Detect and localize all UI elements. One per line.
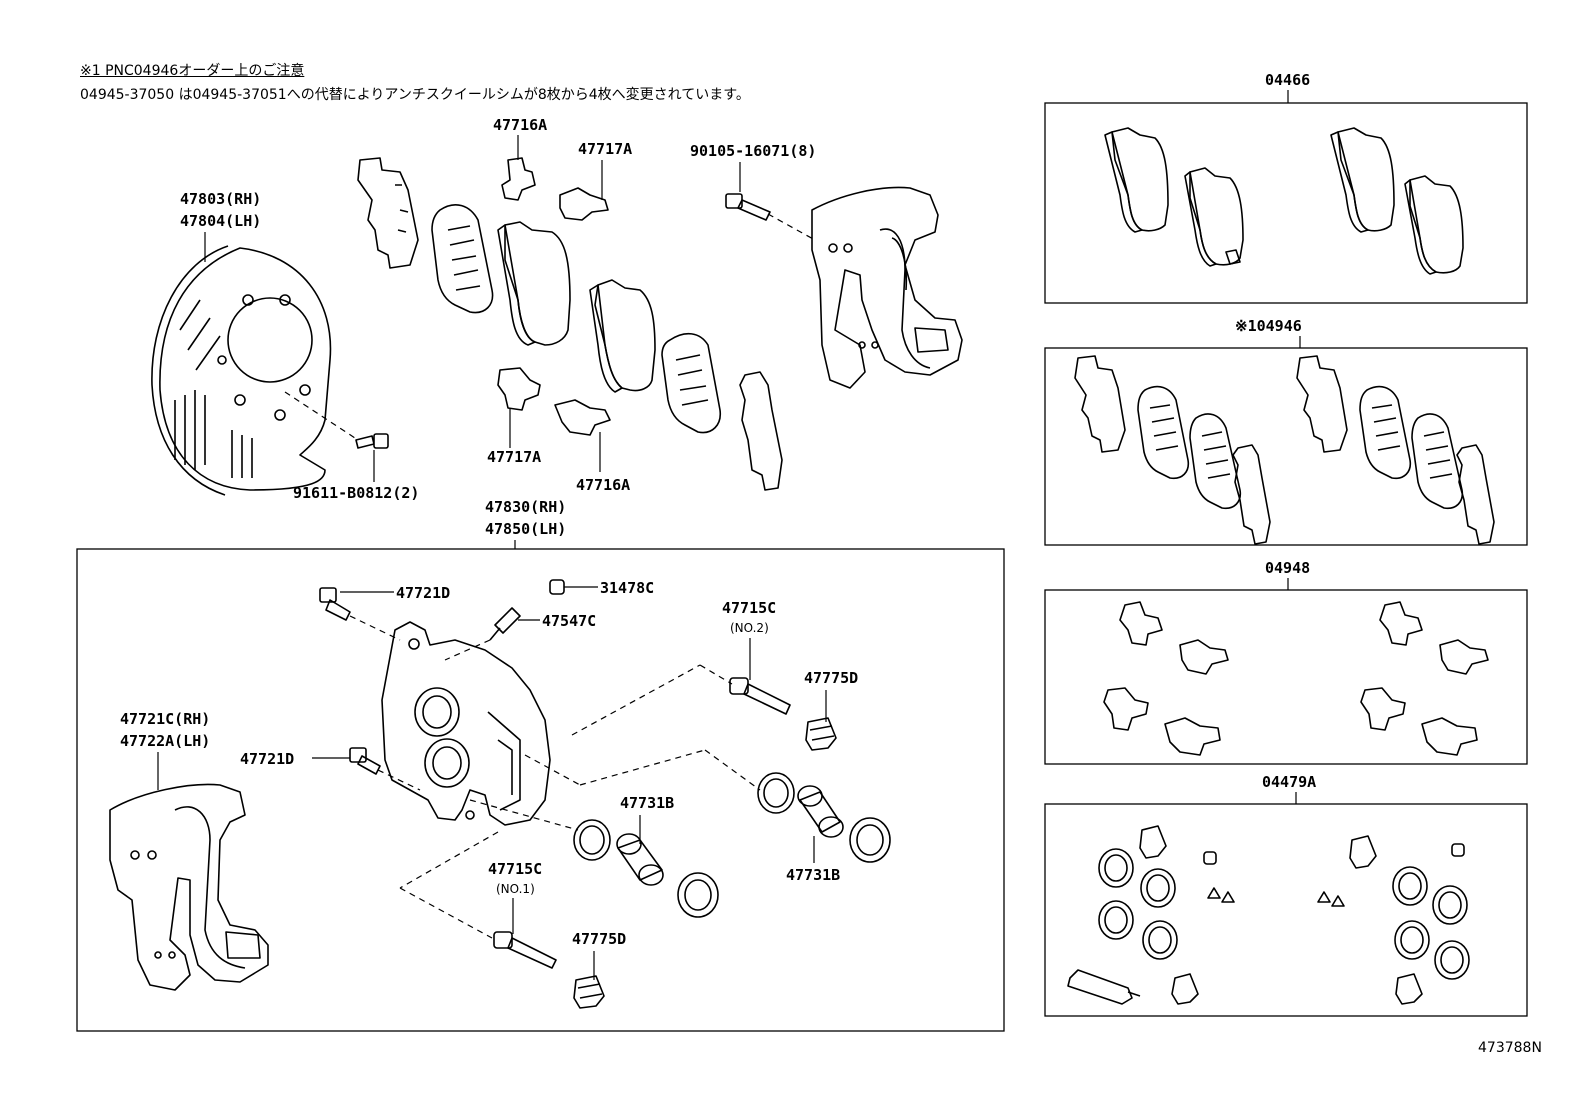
caliper-mounting-bracket-left (109, 783, 269, 991)
order-note-text: 04945-37050 は04945-37051への代替によりアンチスクイールシ… (80, 87, 750, 103)
label-47830[interactable]: 47830(RH) (485, 498, 566, 516)
label-47715c-no2[interactable]: 47715C (722, 599, 776, 617)
label-47721d-left[interactable]: 47721D (240, 750, 294, 768)
anti-squeal-shim-lower (661, 332, 722, 434)
brake-pad-inner (589, 279, 656, 393)
caliper-mounting-bracket-top (811, 186, 963, 389)
shield-bolt-part (355, 433, 389, 449)
caliper-cylinder-body (381, 621, 551, 826)
piston-left (616, 833, 664, 886)
kit-04948-label[interactable]: 04948 (1265, 559, 1310, 577)
guide-pin-no1 (493, 931, 557, 969)
brake-pad-outer (497, 221, 571, 346)
label-47717a-bottom[interactable]: 47717A (487, 448, 541, 466)
label-47850[interactable]: 47850(LH) (485, 520, 566, 538)
pad-clip-47716a-bottom (554, 399, 611, 436)
label-47717a-top[interactable]: 47717A (578, 140, 632, 158)
label-47775d-top[interactable]: 47775D (804, 669, 858, 687)
label-47722a[interactable]: 47722A(LH) (120, 732, 210, 750)
piston-seal-left (573, 819, 611, 861)
label-31478c[interactable]: 31478C (600, 579, 654, 597)
label-47731b-right[interactable]: 47731B (786, 866, 840, 884)
label-47804[interactable]: 47804(LH) (180, 212, 261, 230)
label-47547c[interactable]: 47547C (542, 612, 596, 630)
dust-boot-left (677, 872, 719, 918)
label-47803[interactable]: 47803(RH) (180, 190, 261, 208)
label-47721c[interactable]: 47721C(RH) (120, 710, 210, 728)
label-47715c-no2-sub: (NO.2) (730, 621, 769, 635)
dust-shield-part (151, 245, 332, 496)
label-47716a-bottom[interactable]: 47716A (576, 476, 630, 494)
label-90105[interactable]: 90105-16071(8) (690, 142, 816, 160)
anti-squeal-shim-inner (431, 204, 494, 314)
piston-seal-right (757, 772, 795, 814)
bracket-bolt-part (725, 193, 771, 221)
kit-04946-frame (1044, 347, 1528, 546)
guide-pin-boot-top (805, 717, 837, 751)
label-47775d-bottom[interactable]: 47775D (572, 930, 626, 948)
piston-right (797, 785, 844, 838)
bleeder-plug-47547c (489, 607, 521, 641)
wear-indicator-plate (739, 371, 783, 491)
guide-pin-boot-bottom (573, 975, 605, 1009)
pad-clip-47717a-top (559, 187, 609, 221)
bleeder-plug-left (349, 747, 381, 775)
order-note-title: ※1 PNC04946オーダー上のご注意 (80, 63, 305, 79)
label-91611[interactable]: 91611-B0812(2) (293, 484, 419, 502)
bleeder-cap-part (549, 579, 565, 595)
kit-04479a-seals (1067, 825, 1470, 1005)
label-47721d-top[interactable]: 47721D (396, 584, 450, 602)
label-47731b-top[interactable]: 47731B (620, 794, 674, 812)
label-47715c-no1-sub: (NO.1) (496, 882, 535, 896)
kit-04948-frame (1044, 589, 1528, 765)
label-47715c-no1[interactable]: 47715C (488, 860, 542, 878)
caliper-assembly-frame (76, 548, 1005, 1032)
guide-pin-no2 (729, 677, 791, 715)
bleeder-plug-top (319, 587, 351, 621)
kit-04946-shims (1074, 355, 1495, 545)
label-47716a-top[interactable]: 47716A (493, 116, 547, 134)
kit-04479a-label[interactable]: 04479A (1262, 773, 1316, 791)
dust-boot-right (849, 817, 891, 863)
pad-clip-47717a-bottom (497, 367, 541, 411)
kit-04946-label[interactable]: ※104946 (1235, 317, 1302, 335)
kit-04479a-frame (1044, 803, 1528, 1017)
pad-clip-47716a-top (501, 157, 536, 201)
kit-04948-clips (1103, 601, 1489, 756)
kit-04466-pads (1104, 127, 1464, 275)
anti-squeal-shim-outer (357, 157, 419, 269)
kit-04466-label[interactable]: 04466 (1265, 71, 1310, 89)
kit-04466-frame (1044, 102, 1528, 304)
illustration-code: 473788N (1478, 1040, 1542, 1056)
